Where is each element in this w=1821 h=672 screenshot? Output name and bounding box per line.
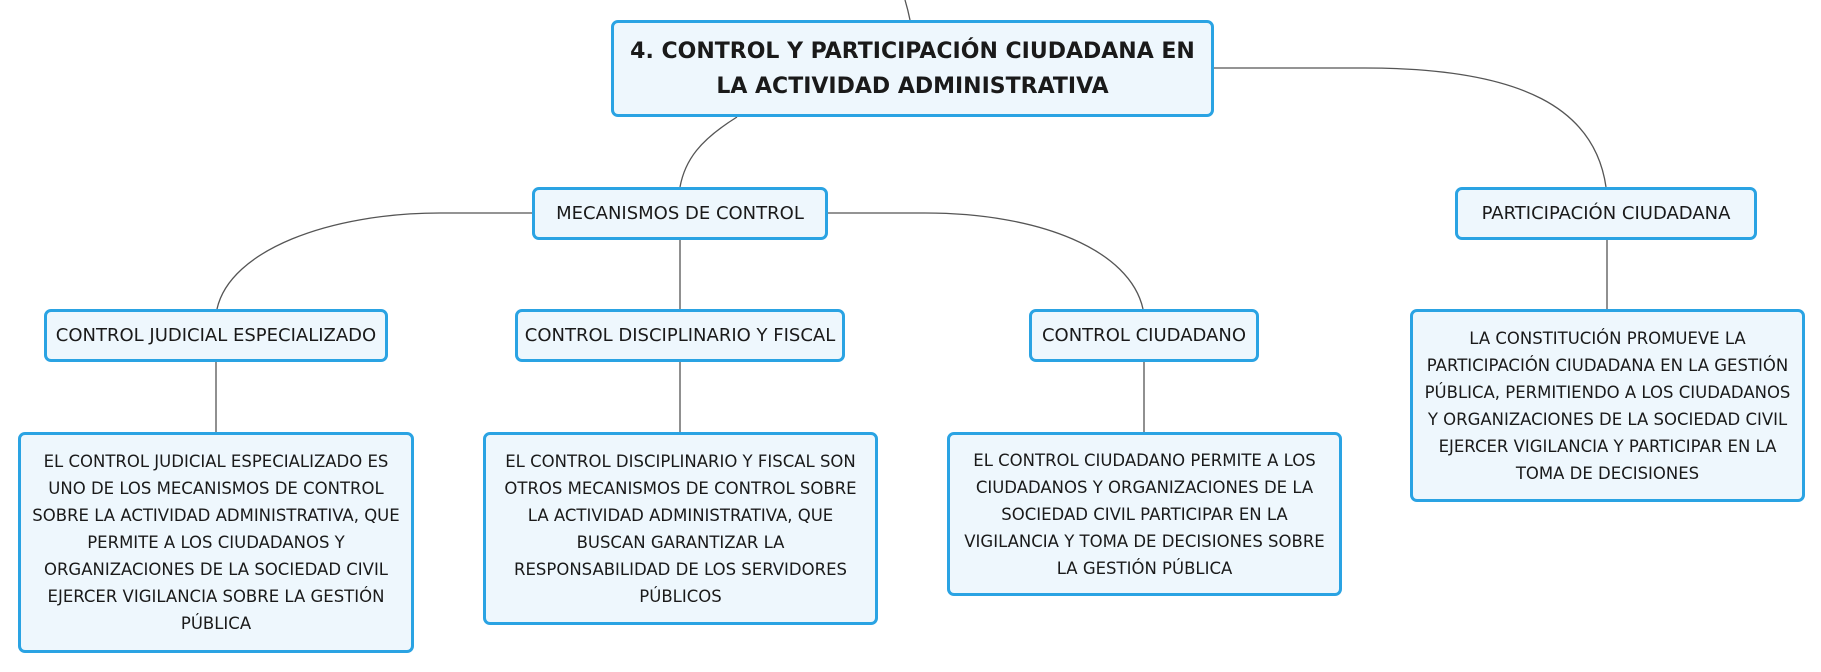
topic-control-ciudadano-label: CONTROL CIUDADANO xyxy=(1041,325,1247,346)
topic-mecanismos-label: MECANISMOS DE CONTROL xyxy=(556,203,804,224)
connector-root-participacion xyxy=(1214,67,1607,188)
topic-control-judicial-label: CONTROL JUDICIAL ESPECIALIZADO xyxy=(55,325,377,346)
topic-control-disciplinario[interactable]: CONTROL DISCIPLINARIO Y FISCAL xyxy=(515,309,845,362)
connector-to-parent xyxy=(904,0,911,21)
connector-root-mecanismos xyxy=(679,116,738,188)
desc-control-ciudadano-text: EL CONTROL CIUDADANO PERMITE A LOS CIUDA… xyxy=(964,450,1325,578)
topic-control-judicial[interactable]: CONTROL JUDICIAL ESPECIALIZADO xyxy=(44,309,388,362)
root-topic[interactable]: 4. CONTROL Y PARTICIPACIÓN CIUDADANA EN … xyxy=(611,20,1214,117)
topic-mecanismos-de-control[interactable]: MECANISMOS DE CONTROL xyxy=(532,187,828,240)
desc-control-disciplinario-text: EL CONTROL DISCIPLINARIO Y FISCAL SON OT… xyxy=(504,451,857,606)
topic-participacion-label: PARTICIPACIÓN CIUDADANA xyxy=(1481,203,1731,224)
desc-participacion-ciudadana[interactable]: LA CONSTITUCIÓN PROMUEVE LA PARTICIPACIÓ… xyxy=(1410,309,1805,502)
topic-participacion-ciudadana[interactable]: PARTICIPACIÓN CIUDADANA xyxy=(1455,187,1757,240)
desc-control-judicial[interactable]: EL CONTROL JUDICIAL ESPECIALIZADO ES UNO… xyxy=(18,432,414,653)
desc-control-judicial-text: EL CONTROL JUDICIAL ESPECIALIZADO ES UNO… xyxy=(32,452,400,633)
connector-mecanismos-ciudadano xyxy=(828,212,1144,310)
topic-control-disciplinario-label: CONTROL DISCIPLINARIO Y FISCAL xyxy=(524,325,836,346)
desc-control-ciudadano[interactable]: EL CONTROL CIUDADANO PERMITE A LOS CIUDA… xyxy=(947,432,1342,596)
desc-control-disciplinario[interactable]: EL CONTROL DISCIPLINARIO Y FISCAL SON OT… xyxy=(483,432,878,625)
connector-mecanismos-judicial xyxy=(216,212,532,310)
desc-participacion-text: LA CONSTITUCIÓN PROMUEVE LA PARTICIPACIÓ… xyxy=(1424,328,1791,483)
topic-control-ciudadano[interactable]: CONTROL CIUDADANO xyxy=(1029,309,1259,362)
root-topic-label: 4. CONTROL Y PARTICIPACIÓN CIUDADANA EN … xyxy=(630,38,1195,99)
